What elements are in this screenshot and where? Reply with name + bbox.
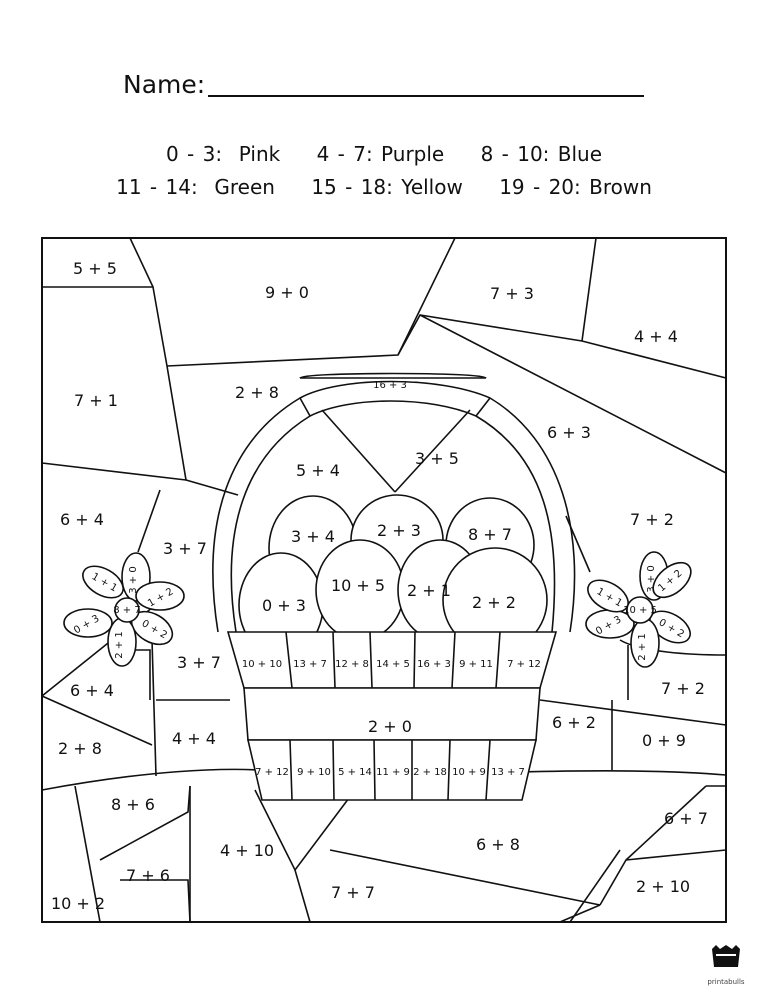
problem-p09: 3 + 7 xyxy=(163,539,207,558)
egg-label-7: 2 + 2 xyxy=(472,593,516,612)
problem-p01: 5 + 5 xyxy=(73,259,117,278)
band1-cell-4: 14 + 5 xyxy=(376,659,410,670)
color-key-row-1: 0 - 3: Pink 4 - 7: Purple 8 - 10: Blue xyxy=(0,142,768,166)
egg-label-2: 2 + 3 xyxy=(377,521,421,540)
egg-label-6: 2 + 1 xyxy=(407,581,451,600)
printabulls-logo xyxy=(712,945,740,967)
name-label: Name: xyxy=(123,70,206,99)
egg-label-5: 10 + 5 xyxy=(331,576,385,595)
problem-p04: 4 + 4 xyxy=(634,327,678,346)
problem-p25: 2 + 10 xyxy=(636,877,690,896)
problem-p13: 7 + 2 xyxy=(661,679,705,698)
problem-p05: 7 + 1 xyxy=(74,391,118,410)
problem-p19: 6 + 7 xyxy=(664,809,708,828)
band1-cell-6: 9 + 11 xyxy=(459,659,493,670)
band2-cell-5: 2 + 18 xyxy=(413,767,447,778)
problem-p12: 6 + 4 xyxy=(70,681,114,700)
band1-cell-1: 10 + 10 xyxy=(242,659,282,670)
egg-label-1: 3 + 4 xyxy=(291,527,335,546)
band2-cell-3: 5 + 14 xyxy=(338,767,372,778)
problem-p15: 4 + 4 xyxy=(172,729,216,748)
band2-cell-6: 10 + 9 xyxy=(452,767,486,778)
flower-right-center: 10 + 5 xyxy=(623,605,657,616)
key-green: 11 - 14: Green xyxy=(116,175,275,199)
basket-inner-right: 3 + 5 xyxy=(415,449,459,468)
name-line[interactable] xyxy=(208,95,644,97)
band1-cell-2: 13 + 7 xyxy=(293,659,327,670)
key-yellow: 15 - 18: Yellow xyxy=(311,175,463,199)
band2-cell-7: 13 + 7 xyxy=(491,767,525,778)
background-lines xyxy=(41,237,727,923)
basket-body xyxy=(226,372,558,801)
problem-p24: 7 + 7 xyxy=(331,883,375,902)
band2-cell-1: 7 + 12 xyxy=(255,767,289,778)
band1-cell-7: 7 + 12 xyxy=(507,659,541,670)
problem-p08: 6 + 4 xyxy=(60,510,104,529)
problem-p11: 3 + 7 xyxy=(177,653,221,672)
problem-p07: 6 + 3 xyxy=(547,423,591,442)
problem-p22: 6 + 8 xyxy=(476,835,520,854)
basket-handle xyxy=(212,380,576,633)
egg-label-4: 0 + 3 xyxy=(262,596,306,615)
problem-p20: 7 + 6 xyxy=(126,866,170,885)
frame xyxy=(41,237,727,923)
eggs xyxy=(238,494,548,658)
key-brown: 19 - 20: Brown xyxy=(499,175,652,199)
basket-band-middle: 2 + 0 xyxy=(368,717,412,736)
basket-handle-label: 16 + 3 xyxy=(373,380,407,391)
key-blue: 8 - 10: Blue xyxy=(480,142,603,166)
key-purple: 4 - 7: Purple xyxy=(316,142,445,166)
problem-p16: 6 + 2 xyxy=(552,713,596,732)
egg-label-3: 8 + 7 xyxy=(468,525,512,544)
brand-text: printabulls xyxy=(707,978,745,986)
flower-right-petal-4: 2 + 1 xyxy=(637,633,648,660)
problem-p02: 9 + 0 xyxy=(265,283,309,302)
flower-left-center: 8 + 7 xyxy=(113,605,140,616)
key-pink: 0 - 3: Pink xyxy=(165,142,281,166)
band1-cell-3: 12 + 8 xyxy=(335,659,369,670)
flower-left-petal-4: 2 + 1 xyxy=(114,631,125,658)
problem-p23: 10 + 2 xyxy=(51,894,105,913)
problem-p03: 7 + 3 xyxy=(490,284,534,303)
band2-cell-4: 11 + 9 xyxy=(376,767,410,778)
problem-p10: 7 + 2 xyxy=(630,510,674,529)
basket-inner-left: 5 + 4 xyxy=(296,461,340,480)
flower-left xyxy=(63,552,185,700)
band2-cell-2: 9 + 10 xyxy=(297,767,331,778)
problem-p21: 4 + 10 xyxy=(220,841,274,860)
flower-left-petal-1: 3 + 0 xyxy=(128,566,139,593)
problem-p17: 0 + 9 xyxy=(642,731,686,750)
band1-cell-5: 16 + 3 xyxy=(417,659,451,670)
flower-right xyxy=(585,551,692,700)
problem-p14: 2 + 8 xyxy=(58,739,102,758)
problem-p06: 2 + 8 xyxy=(235,383,279,402)
color-key-row-2: 11 - 14: Green 15 - 18: Yellow 19 - 20: … xyxy=(0,175,768,199)
flower-right-petal-1: 3 + 0 xyxy=(646,565,657,592)
problem-p18: 8 + 6 xyxy=(111,795,155,814)
